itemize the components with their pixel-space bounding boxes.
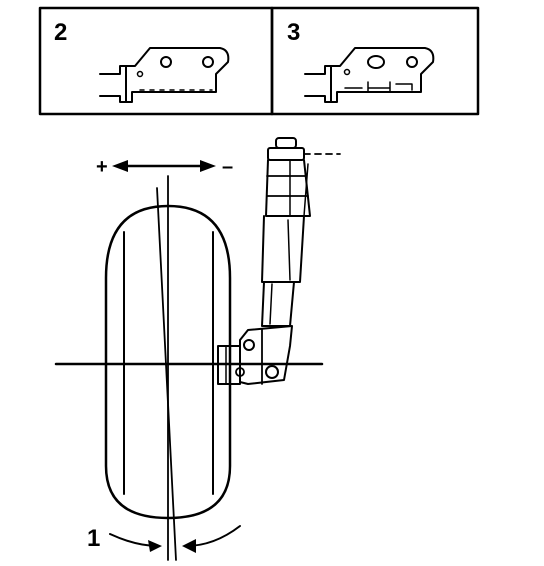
inset-panel-3: 3 xyxy=(270,6,480,116)
wheel-centre-line xyxy=(156,187,177,561)
camber-direction-arrow: + – xyxy=(96,156,233,178)
inset-panel-2: 2 xyxy=(38,6,274,116)
inset-2-frame xyxy=(38,6,274,116)
inset-2-number: 2 xyxy=(54,19,67,46)
minus-sign: – xyxy=(222,156,233,178)
camber-angle-indicator: 1 xyxy=(87,525,241,553)
inset-3-number: 3 xyxy=(287,19,300,46)
plus-sign: + xyxy=(96,156,108,178)
suspension-strut xyxy=(217,137,341,385)
inset-3-frame xyxy=(270,6,480,116)
inset-2-bracket xyxy=(99,47,230,103)
inset-3-bracket xyxy=(304,47,435,103)
callout-1: 1 xyxy=(87,525,100,552)
